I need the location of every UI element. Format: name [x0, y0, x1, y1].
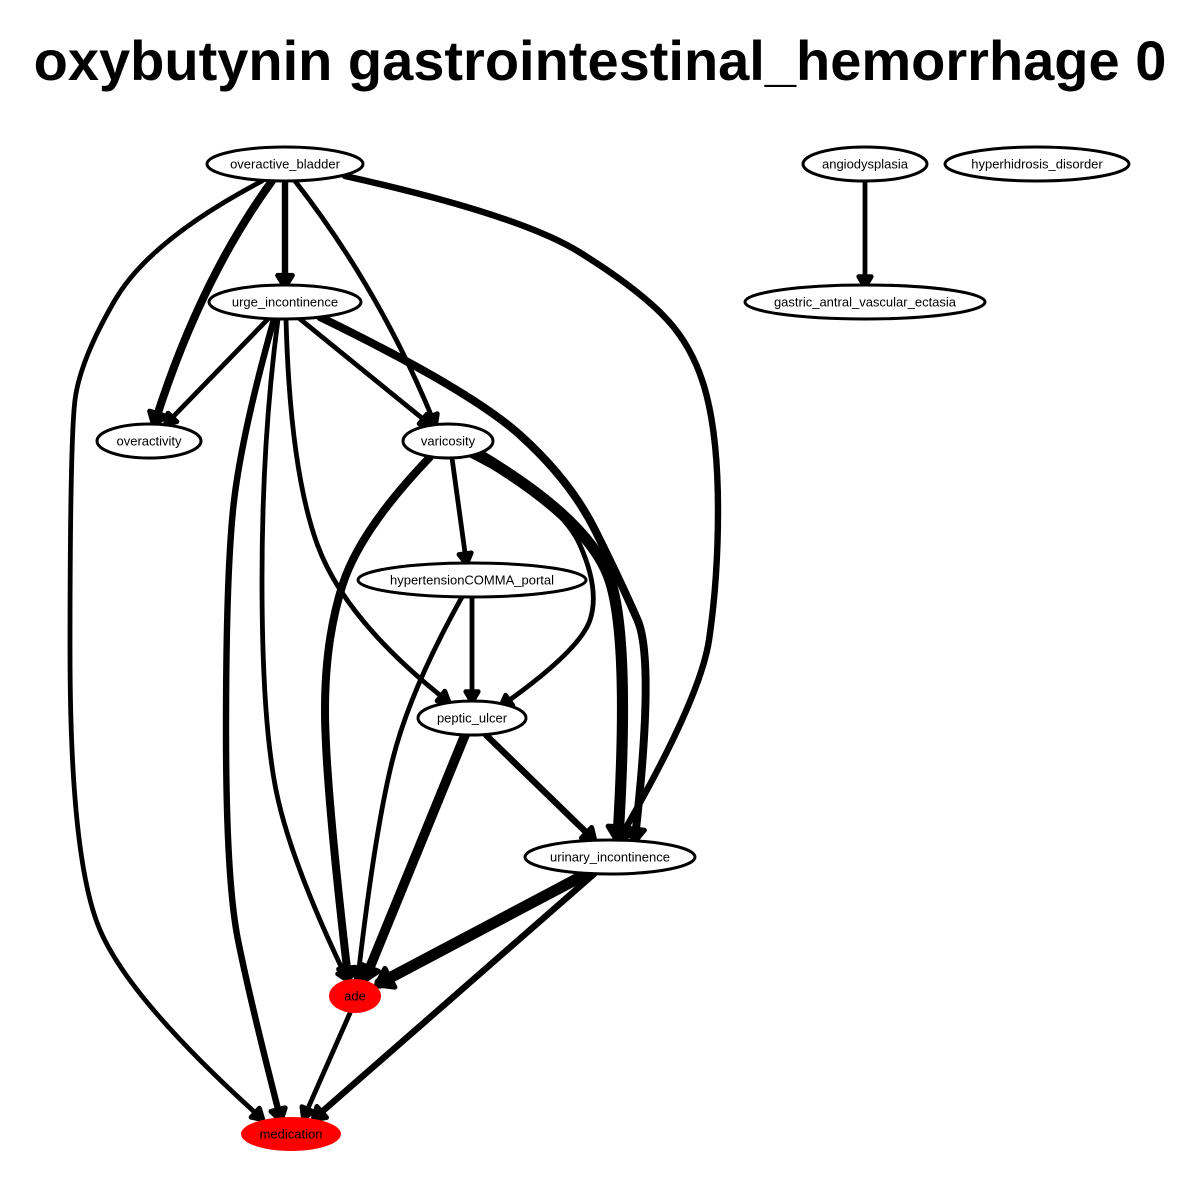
- node-shape: [205, 145, 365, 183]
- node-shape: [743, 283, 987, 321]
- node-label: overactivity: [116, 434, 182, 449]
- edge-line: [151, 177, 276, 426]
- arrowhead: [605, 823, 632, 845]
- node-medication[interactable]: medication: [241, 1117, 341, 1151]
- edge-line: [292, 178, 437, 425]
- arrowhead: [434, 688, 452, 705]
- arrowhead: [162, 410, 180, 428]
- node-label: overactive_bladder: [230, 157, 341, 172]
- edge-line: [259, 316, 349, 980]
- edge-varicosity-to-hypertensionCOMMA_portal: [449, 455, 474, 567]
- edge-line: [482, 731, 596, 842]
- edge-line: [355, 594, 465, 980]
- node-label: urge_incontinence: [232, 295, 338, 310]
- arrowhead: [456, 550, 474, 567]
- edge-line: [316, 313, 650, 842]
- edge-overactive_bladder-to-urinary_incontinence: [341, 172, 722, 844]
- edge-line: [297, 316, 431, 426]
- node-layer: overactive_bladder angiodysplasia hyperhid…: [95, 145, 1131, 1151]
- node-label: ade: [344, 989, 366, 1004]
- node-shape: [95, 422, 203, 460]
- arrowhead: [625, 825, 647, 845]
- node-label: hypertensionCOMMA_portal: [390, 573, 554, 588]
- edge-peptic_ulcer-to-urinary_incontinence: [482, 731, 598, 844]
- edge-line: [361, 730, 470, 982]
- edge-urge_incontinence-to-urinary_incontinence: [316, 313, 650, 845]
- node-shape: [401, 422, 495, 460]
- node-label: gastric_antral_vascular_ectasia: [774, 295, 957, 310]
- edge-urge_incontinence-to-overactivity: [162, 316, 271, 428]
- edge-urinary_incontinence-to-ade: [373, 866, 596, 990]
- edge-overactive_bladder-to-overactivity: [147, 177, 276, 429]
- node-shape: [356, 561, 588, 599]
- edge-urge_incontinence-to-medication: [222, 315, 288, 1124]
- node-overactivity[interactable]: overactivity: [95, 422, 203, 460]
- arrowhead: [147, 408, 169, 429]
- edge-line: [449, 455, 469, 563]
- node-shape: [329, 979, 381, 1013]
- edge-line: [283, 316, 449, 703]
- edge-urge_incontinence-to-peptic_ulcer: [283, 316, 452, 705]
- node-label: peptic_ulcer: [437, 711, 508, 726]
- node-urge_incontinence[interactable]: urge_incontinence: [207, 283, 363, 321]
- node-label: varicosity: [421, 434, 476, 449]
- graph-title: oxybutynin gastrointestinal_hemorrhage 0: [33, 29, 1167, 92]
- edge-line: [222, 315, 284, 1121]
- node-shape: [416, 699, 528, 737]
- node-ade[interactable]: ade: [329, 979, 381, 1013]
- edge-line: [341, 172, 722, 842]
- arrowhead: [299, 1104, 316, 1122]
- edge-ade-to-medication: [299, 1010, 353, 1122]
- node-label: angiodysplasia: [822, 157, 909, 172]
- edge-varicosity-to-urinary_incontinence: [470, 447, 632, 845]
- arrowhead: [358, 961, 382, 984]
- edge-line: [374, 866, 596, 989]
- node-angiodysplasia[interactable]: angiodysplasia: [801, 145, 929, 183]
- edge-angiodysplasia-to-gastric_antral_vascular_ectasia: [856, 178, 874, 290]
- edge-hypertensionCOMMA_portal-to-peptic_ulcer: [463, 594, 481, 705]
- edge-line: [470, 447, 629, 844]
- node-label: urinary_incontinence: [550, 850, 670, 865]
- node-hyperhidrosis_disorder[interactable]: hyperhidrosis_disorder: [943, 145, 1131, 183]
- node-shape: [241, 1117, 341, 1151]
- arrowhead: [416, 411, 434, 428]
- arrowhead: [463, 689, 481, 705]
- edge-overactive_bladder-to-urge_incontinence: [275, 177, 295, 290]
- edge-line: [67, 178, 265, 1120]
- edge-line: [165, 316, 271, 425]
- edge-line: [302, 1010, 353, 1118]
- arrowhead: [248, 1105, 266, 1123]
- node-label: medication: [260, 1127, 323, 1142]
- node-shape: [207, 283, 363, 321]
- edge-line: [312, 870, 598, 1121]
- node-shape: [801, 145, 929, 183]
- edge-peptic_ulcer-to-ade: [358, 730, 470, 984]
- edge-layer: [67, 172, 874, 1124]
- edge-overactive_bladder-to-medication: [67, 178, 266, 1123]
- node-label: hyperhidrosis_disorder: [971, 157, 1103, 172]
- arrowhead: [275, 272, 295, 290]
- node-shape: [943, 145, 1131, 183]
- node-hypertensionCOMMA_portal[interactable]: hypertensionCOMMA_portal: [356, 561, 588, 599]
- node-urinary_incontinence[interactable]: urinary_incontinence: [523, 838, 697, 876]
- node-gastric_antral_vascular_ectasia[interactable]: gastric_antral_vascular_ectasia: [743, 283, 987, 321]
- edge-line: [320, 453, 434, 981]
- node-peptic_ulcer[interactable]: peptic_ulcer: [416, 699, 528, 737]
- edge-urge_incontinence-to-varicosity: [297, 316, 434, 428]
- edge-varicosity-to-ade: [320, 453, 434, 984]
- node-overactive_bladder[interactable]: overactive_bladder: [205, 145, 365, 183]
- node-varicosity[interactable]: varicosity: [401, 422, 495, 460]
- arrowhead: [856, 274, 874, 290]
- node-shape: [523, 838, 697, 876]
- arrowhead: [373, 965, 398, 990]
